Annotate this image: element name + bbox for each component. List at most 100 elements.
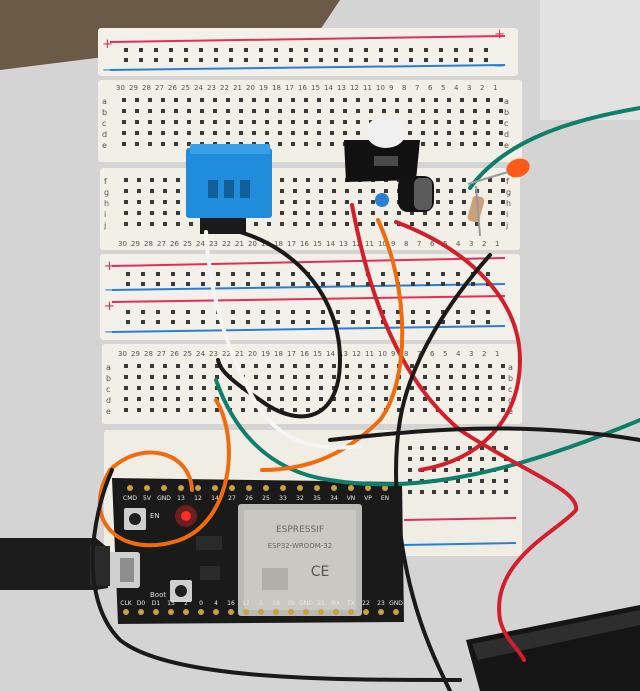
resistor-body — [467, 195, 485, 223]
breadboard-hole — [462, 222, 466, 226]
breadboard-hole — [421, 120, 425, 124]
breadboard-hole — [371, 200, 375, 204]
wire-orange — [97, 398, 231, 548]
breadboard-hole — [449, 408, 453, 412]
breadboard-hole — [135, 109, 139, 113]
breadboard-hole — [434, 131, 438, 135]
breadboard-hole — [163, 189, 167, 193]
row-letter: g — [104, 188, 109, 197]
breadboard-hole — [436, 222, 440, 226]
row-letter: d — [508, 396, 513, 405]
breadboard-hole — [213, 120, 217, 124]
breadboard-hole — [475, 408, 479, 412]
column-number: 15 — [311, 84, 320, 92]
breadboard-hole — [396, 320, 400, 324]
esp32-pin — [378, 609, 384, 615]
micro-usb-opening — [120, 558, 134, 582]
breadboard-hole — [278, 142, 282, 146]
breadboard-hole — [488, 397, 492, 401]
breadboard-hole — [293, 375, 297, 379]
breadboard-hole — [332, 178, 336, 182]
breadboard-hole — [345, 222, 349, 226]
wire-teal — [214, 378, 640, 487]
breadboard-hole — [293, 222, 297, 226]
breadboard-hole — [501, 211, 505, 215]
breadboard-hole — [456, 490, 460, 494]
breadboard-hole — [421, 98, 425, 102]
breadboard-hole — [291, 272, 295, 276]
chip-brand: ESPRESSIF — [276, 525, 324, 535]
breadboard-hole — [336, 310, 340, 314]
breadboard-hole — [499, 120, 503, 124]
breadboard-hole — [122, 98, 126, 102]
breadboard-hole — [488, 408, 492, 412]
breadboard-hole — [148, 131, 152, 135]
rail-plus-label: + — [102, 37, 113, 52]
rail-line-blue — [403, 542, 517, 546]
row-letter: d — [504, 130, 509, 139]
breadboard-hole — [239, 109, 243, 113]
esp32-pin — [297, 485, 303, 491]
breadboard-hole — [174, 142, 178, 146]
breadboard-hole — [468, 446, 472, 450]
breadboard-hole — [444, 457, 448, 461]
breadboard-hole — [434, 120, 438, 124]
wire-orange — [260, 218, 405, 472]
breadboard-hole — [351, 310, 355, 314]
breadboard-hole — [426, 310, 430, 314]
row-letter: g — [506, 188, 511, 197]
breadboard-hole — [291, 109, 295, 113]
breadboard-hole — [356, 120, 360, 124]
breadboard-hole — [254, 375, 258, 379]
esp32-pin-label: 12 — [194, 495, 202, 502]
breadboard-hole — [319, 58, 323, 62]
rail-line-blue — [109, 64, 506, 71]
breadboard-hole — [176, 200, 180, 204]
breadboard-hole — [436, 211, 440, 215]
breadboard-hole — [306, 397, 310, 401]
breadboard-hole — [267, 222, 271, 226]
column-number: 21 — [233, 84, 242, 92]
column-number: 24 — [196, 350, 205, 358]
column-number: 11 — [365, 240, 374, 248]
breadboard-hole — [174, 120, 178, 124]
breadboard-hole — [411, 310, 415, 314]
breadboard-hole — [187, 142, 191, 146]
breadboard-hole — [202, 375, 206, 379]
power-led-glow — [175, 505, 197, 527]
esp32-pin-label: 18 — [272, 600, 280, 607]
resistor-leg — [475, 185, 481, 237]
wire-white — [204, 230, 362, 450]
breadboard-hole — [421, 131, 425, 135]
breadboard-hole — [410, 211, 414, 215]
breadboard-hole — [267, 397, 271, 401]
breadboard-hole — [291, 120, 295, 124]
column-number: 22 — [222, 240, 231, 248]
column-number: 5 — [441, 84, 445, 92]
boot-label: Boot — [150, 591, 166, 599]
esp32-pin — [123, 609, 129, 615]
breadboard-hole — [176, 408, 180, 412]
column-number: 23 — [207, 84, 216, 92]
breadboard-hole — [381, 282, 385, 286]
breadboard-hole — [439, 48, 443, 52]
breadboard-hole — [150, 200, 154, 204]
qr-code — [262, 568, 288, 590]
jumper-wires — [90, 106, 640, 691]
wire-red — [394, 220, 523, 472]
breadboard-hole — [246, 282, 250, 286]
breadboard-hole — [135, 98, 139, 102]
breadboard-hole — [460, 142, 464, 146]
esp32-pin-label: RX — [332, 600, 340, 607]
breadboard-hole — [488, 386, 492, 390]
breadboard-hole — [189, 386, 193, 390]
breadboard-hole — [252, 109, 256, 113]
column-number: 25 — [183, 240, 192, 248]
breadboard-hole — [475, 364, 479, 368]
breadboard-hole — [276, 320, 280, 324]
breadboard-hole — [345, 364, 349, 368]
breadboard-hole — [135, 120, 139, 124]
breadboard-hole — [274, 48, 278, 52]
breadboard-hole — [169, 48, 173, 52]
